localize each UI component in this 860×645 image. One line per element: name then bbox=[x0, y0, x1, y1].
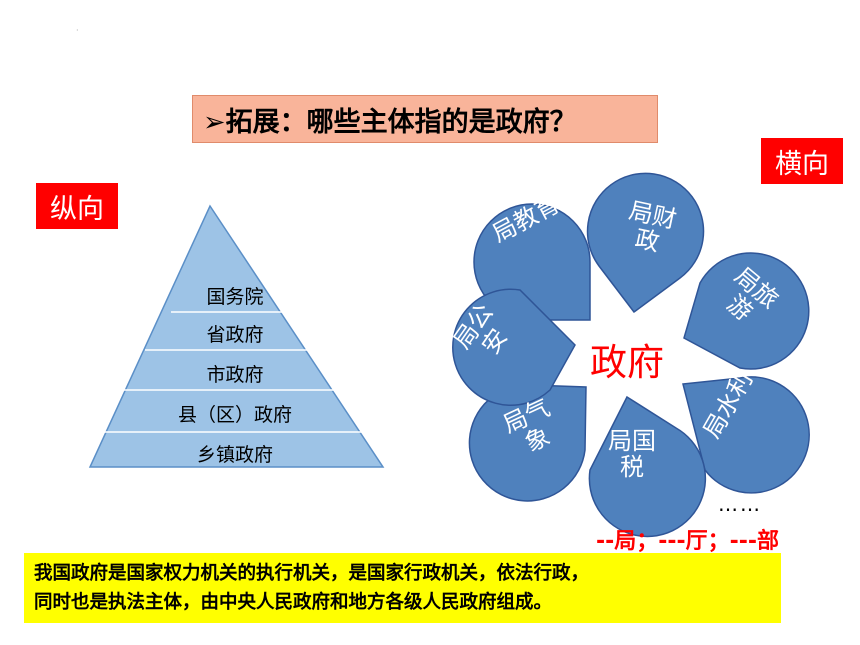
vertical-label: 纵向 bbox=[36, 183, 118, 229]
petal-finance bbox=[586, 172, 705, 314]
summary-box: 我国政府是国家权力机关的执行机关，是国家行政机关，依法行政， 同时也是执法主体，… bbox=[24, 553, 781, 623]
pyramid-shape bbox=[88, 204, 385, 468]
petal-tax-label: 局国税 bbox=[608, 427, 656, 481]
dot-mark: · bbox=[76, 26, 79, 35]
petal-finance-label: 局财政 bbox=[626, 196, 680, 257]
summary-line-1: 我国政府是国家权力机关的执行机关，是国家行政机关，依法行政， bbox=[34, 563, 590, 584]
slide-title: ➢拓展：哪些主体指的是政府？ bbox=[192, 95, 658, 143]
flower-center-label: 政府 bbox=[590, 341, 664, 384]
horizontal-label: 横向 bbox=[761, 138, 843, 184]
petal-water bbox=[682, 376, 810, 494]
petal-security bbox=[452, 288, 576, 406]
slide-title-text: ➢拓展：哪些主体指的是政府？ bbox=[203, 106, 577, 138]
petal-tourism bbox=[683, 252, 810, 370]
ellipsis-text: …… bbox=[718, 492, 762, 516]
summary-line-2: 同时也是执法主体，由中央人民政府和地方各级人民政府组成。 bbox=[34, 592, 553, 613]
department-suffixes: --局；---厅；---部 bbox=[596, 529, 780, 554]
pyramid-level-2: 省政府 bbox=[206, 324, 264, 346]
pyramid-level-5: 乡镇政府 bbox=[196, 444, 273, 466]
pyramid-level-4: 县（区）政府 bbox=[177, 404, 292, 426]
petal-tax bbox=[588, 395, 707, 538]
pyramid-level-1: 国务院 bbox=[206, 286, 264, 308]
pyramid-level-3: 市政府 bbox=[206, 364, 264, 386]
